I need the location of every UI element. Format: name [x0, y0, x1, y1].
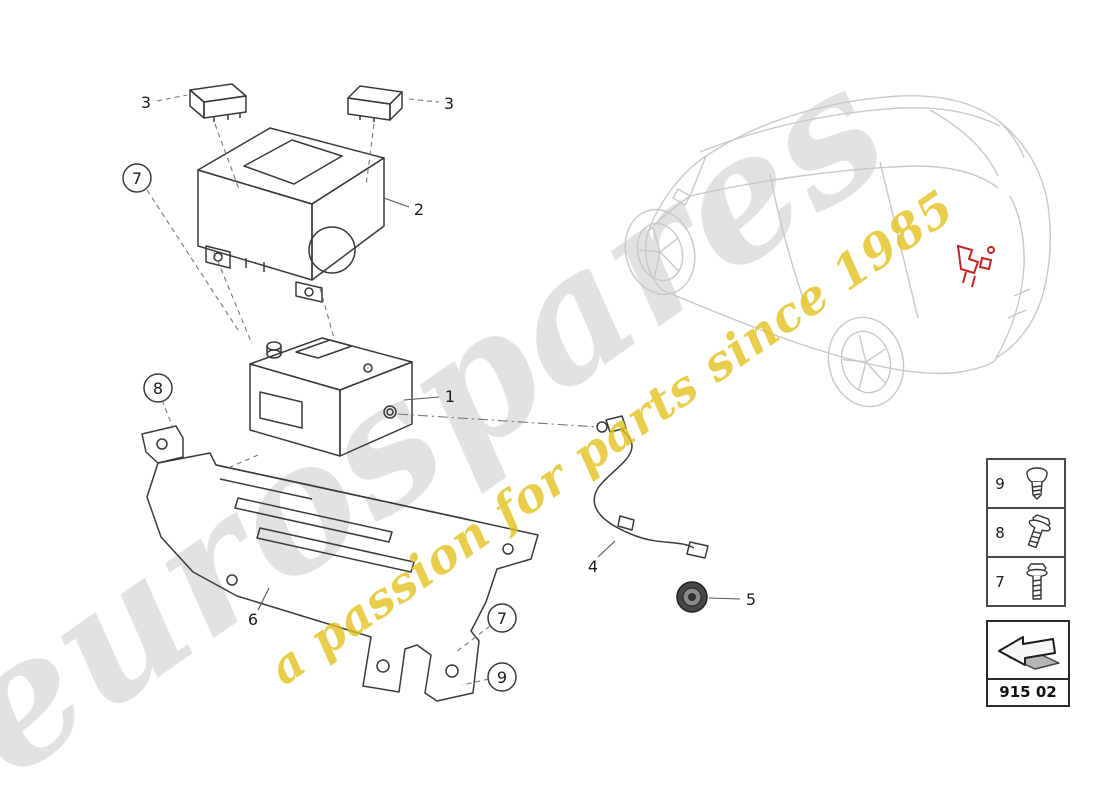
callout-3-right[interactable]: 3 — [444, 94, 454, 113]
countersunk-screw-icon — [1026, 466, 1048, 500]
svg-text:4: 4 — [588, 557, 598, 576]
callout-2[interactable]: 2 — [414, 200, 424, 219]
legend-item-9[interactable]: 9 — [986, 458, 1066, 507]
svg-text:3: 3 — [444, 94, 454, 113]
leader-lines — [146, 94, 741, 686]
cap-right-part3 — [347, 85, 403, 122]
legend-number: 7 — [995, 572, 1005, 591]
callout-7-top[interactable]: 7 — [122, 163, 152, 193]
flange-bolt-icon — [1027, 513, 1051, 548]
svg-text:9: 9 — [497, 668, 507, 687]
svg-text:1: 1 — [445, 387, 455, 406]
diagram-code-label: 915 02 — [999, 683, 1057, 701]
svg-text:2: 2 — [414, 200, 424, 219]
svg-text:6: 6 — [248, 610, 258, 629]
svg-text:5: 5 — [746, 590, 756, 609]
callout-8[interactable]: 8 — [143, 373, 173, 403]
legend-item-8[interactable]: 8 — [986, 507, 1066, 556]
battery-cover-part2 — [197, 127, 385, 303]
callout-4[interactable]: 4 — [588, 557, 598, 576]
diagram-code-box[interactable]: 915 02 — [986, 620, 1070, 707]
mounting-bracket-part6 — [141, 425, 539, 702]
callout-7-bottom[interactable]: 7 — [487, 603, 517, 633]
svg-text:7: 7 — [497, 609, 507, 628]
callout-3-left[interactable]: 3 — [141, 93, 151, 112]
legend-number: 8 — [995, 523, 1005, 542]
grommet-part5 — [676, 581, 708, 613]
legend-item-7[interactable]: 7 — [986, 556, 1066, 607]
fastener-legend: 9 8 — [986, 458, 1066, 607]
hex-bolt-icon — [1026, 562, 1048, 600]
vent-hose-part4 — [593, 415, 709, 559]
highlighted-part-location — [956, 244, 995, 288]
legend-number: 9 — [995, 474, 1005, 493]
battery-part1 — [249, 337, 413, 457]
car-outline-sketch — [624, 95, 1051, 408]
svg-text:3: 3 — [141, 93, 151, 112]
callout-6[interactable]: 6 — [248, 610, 258, 629]
nav-arrow-icon — [988, 622, 1068, 680]
cap-left-part3 — [189, 83, 247, 122]
callout-1[interactable]: 1 — [445, 387, 455, 406]
svg-text:7: 7 — [132, 169, 142, 188]
callout-5[interactable]: 5 — [746, 590, 756, 609]
callout-9[interactable]: 9 — [487, 662, 517, 692]
svg-text:8: 8 — [153, 379, 163, 398]
